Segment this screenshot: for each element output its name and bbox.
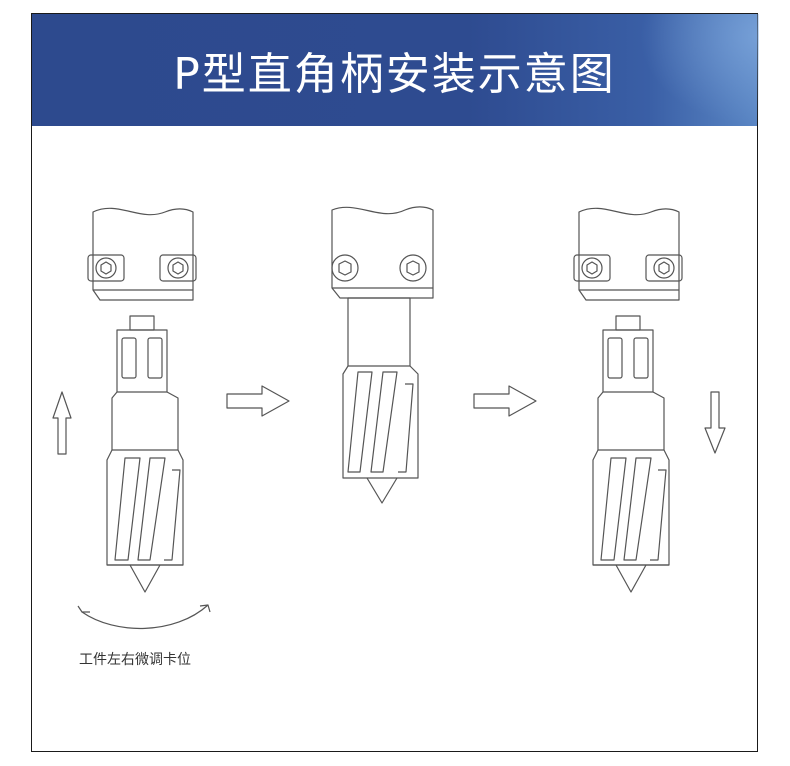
step2-cutter [342,297,419,504]
hex-socket-screw-icon [87,254,125,282]
title-banner: P型直角柄安装示意图 [32,14,759,126]
hex-socket-screw-icon [159,254,197,282]
step3-cutter [592,315,670,593]
adjust-caption: 工件左右微调卡位 [79,652,191,668]
down-arrow-icon [704,391,726,454]
curved-double-arrow-icon [77,604,211,630]
hex-socket-screw-icon [331,254,359,282]
right-arrow-icon [226,385,290,417]
up-arrow-icon [52,391,72,455]
step1-holder [87,207,197,301]
hex-socket-screw-icon [573,254,611,282]
hex-socket-screw-icon [399,254,427,282]
right-arrow-icon [473,385,537,417]
diagram-frame: P型直角柄安装示意图 工件左右微调卡位 [31,13,759,752]
step1-cutter [106,315,184,593]
hex-socket-screw-icon [645,254,683,282]
banner-glow [639,14,759,126]
page-title: P型直角柄安装示意图 [173,49,616,100]
step3-holder [573,207,683,301]
step2-holder [331,206,434,299]
